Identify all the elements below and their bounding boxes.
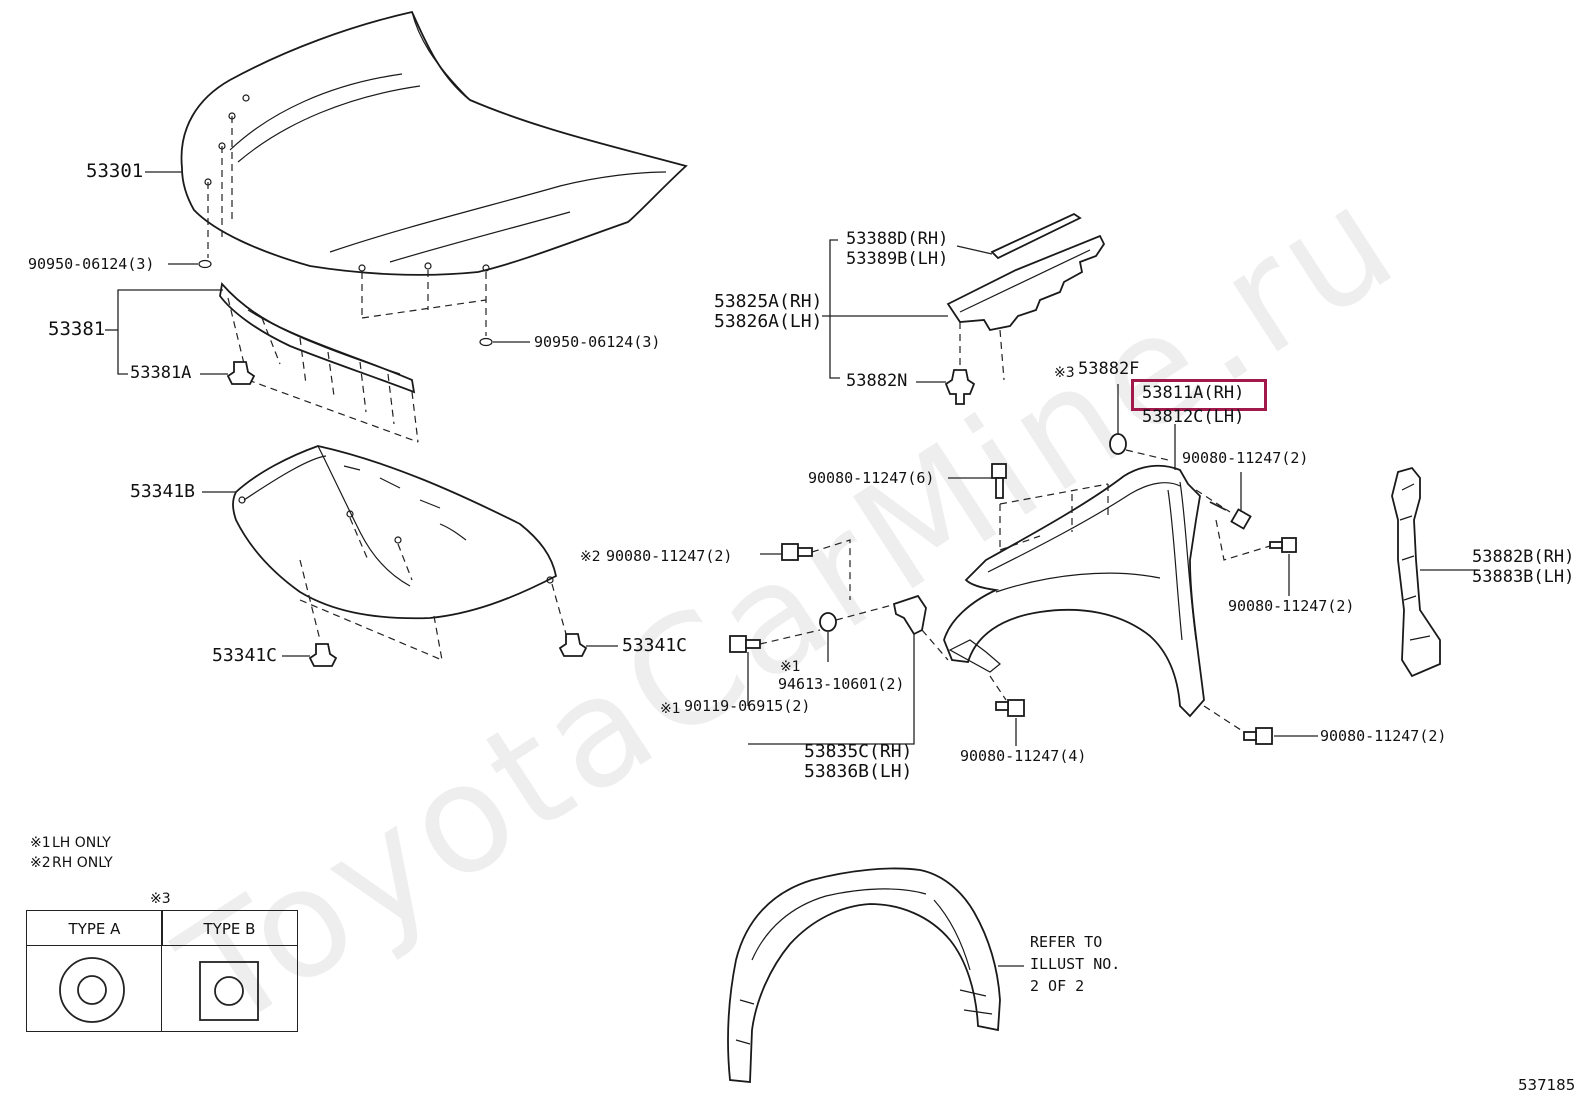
fender-seal-part[interactable] [946, 234, 1106, 332]
note-1-mark: ※1 [30, 835, 51, 851]
label-bolt-top-6: 90080-11247(6) [808, 469, 935, 487]
label-bracket-rh: 53835C(RH) [804, 741, 913, 762]
cowl-seal-part[interactable] [990, 212, 1082, 260]
label-screw: 90119-06915(2) [684, 697, 811, 715]
label-bolt-bottom-4: 90080-11247(4) [960, 747, 1087, 765]
screw-part[interactable] [729, 635, 761, 653]
type-table-divider [161, 944, 163, 1032]
label-hood-bolt-1: 90950-06124(3) [28, 255, 155, 273]
label-bolt-top-right: 90080-11247(2) [1182, 449, 1309, 467]
highlight-box [1131, 379, 1267, 411]
label-insulator: 53341B [130, 481, 196, 502]
washer-part[interactable] [819, 612, 837, 632]
label-hood-bolt-2: 90950-06124(3) [534, 333, 661, 351]
label-screw-mark: ※1 [660, 701, 681, 717]
label-bolt-bottom-right: 90080-11247(2) [1320, 727, 1447, 745]
label-insulator-clip-left: 53341C [212, 645, 278, 666]
label-clip-882f-mark: ※3 [1054, 365, 1075, 381]
label-refer-line3: 2 OF 2 [1030, 977, 1085, 995]
label-seal: 53381 [48, 318, 106, 340]
bolt-bottom-right[interactable] [1243, 727, 1273, 745]
label-pillar-seal-lh: 53883B(LH) [1472, 567, 1575, 587]
label-insulator-clip-right: 53341C [622, 635, 688, 656]
label-bolt-rh-mark: ※2 [580, 549, 601, 565]
label-washer-mark: ※1 [780, 659, 801, 675]
clip-882f-washer[interactable] [1109, 433, 1127, 455]
diagram-number: 537185 [1518, 1076, 1576, 1094]
label-fender-lh: 53812C(LH) [1142, 407, 1245, 427]
label-refer-line1: REFER TO [1030, 933, 1103, 951]
bolt-mid-right[interactable] [1269, 537, 1297, 553]
insulator-clip-left-part[interactable] [308, 643, 338, 667]
label-seal-clip: 53381A [130, 363, 192, 383]
label-bolt-mid-right: 90080-11247(2) [1228, 597, 1355, 615]
note-1-text: LH ONLY [52, 835, 111, 851]
type-table-mark: ※3 [150, 891, 171, 907]
label-hood: 53301 [86, 160, 144, 182]
label-pillar-seal-rh: 53882B(RH) [1472, 547, 1575, 567]
hood-bolt-2[interactable] [479, 337, 493, 347]
bolt-rh-only[interactable] [781, 543, 813, 561]
bolt-top-6[interactable] [991, 463, 1007, 499]
insulator-clip-right-part[interactable] [558, 633, 588, 657]
bolt-top-right[interactable] [1209, 501, 1252, 530]
type-a-label: TYPE A [68, 920, 121, 938]
note-2-mark: ※2 [30, 855, 51, 871]
label-clip-882f: 53882F [1078, 359, 1140, 379]
label-bolt-rh-only: 90080-11247(2) [606, 547, 733, 565]
hood-bolt-1[interactable] [198, 259, 212, 269]
hood-part[interactable] [180, 10, 688, 276]
hood-insulator-part[interactable] [232, 445, 558, 620]
label-fender-rh: 53811A(RH) [1142, 383, 1245, 403]
bracket-part[interactable] [892, 594, 927, 636]
note-2-text: RH ONLY [52, 855, 113, 871]
bolt-bottom-4[interactable] [995, 699, 1025, 717]
label-bracket-lh: 53836B(LH) [804, 761, 913, 782]
type-b-label: TYPE B [203, 920, 256, 938]
label-fender-seal-lh: 53826A(LH) [714, 311, 823, 332]
pillar-seal-part[interactable] [1391, 466, 1441, 678]
wheel-liner-part[interactable] [727, 867, 1001, 1083]
fender-part[interactable] [943, 464, 1205, 718]
label-washer: 94613-10601(2) [778, 675, 905, 693]
label-cowl-seal-lh: 53389B(LH) [846, 249, 949, 269]
type-table-header-b [161, 910, 298, 946]
type-table-header-a [26, 910, 163, 946]
seal-clip-part[interactable] [226, 361, 256, 385]
label-refer-line2: ILLUST NO. [1030, 955, 1121, 973]
label-clip-882n: 53882N [846, 371, 908, 391]
label-cowl-seal-rh: 53388D(RH) [846, 229, 949, 249]
label-fender-seal-rh: 53825A(RH) [714, 291, 823, 312]
clip-882n-part[interactable] [944, 369, 976, 405]
